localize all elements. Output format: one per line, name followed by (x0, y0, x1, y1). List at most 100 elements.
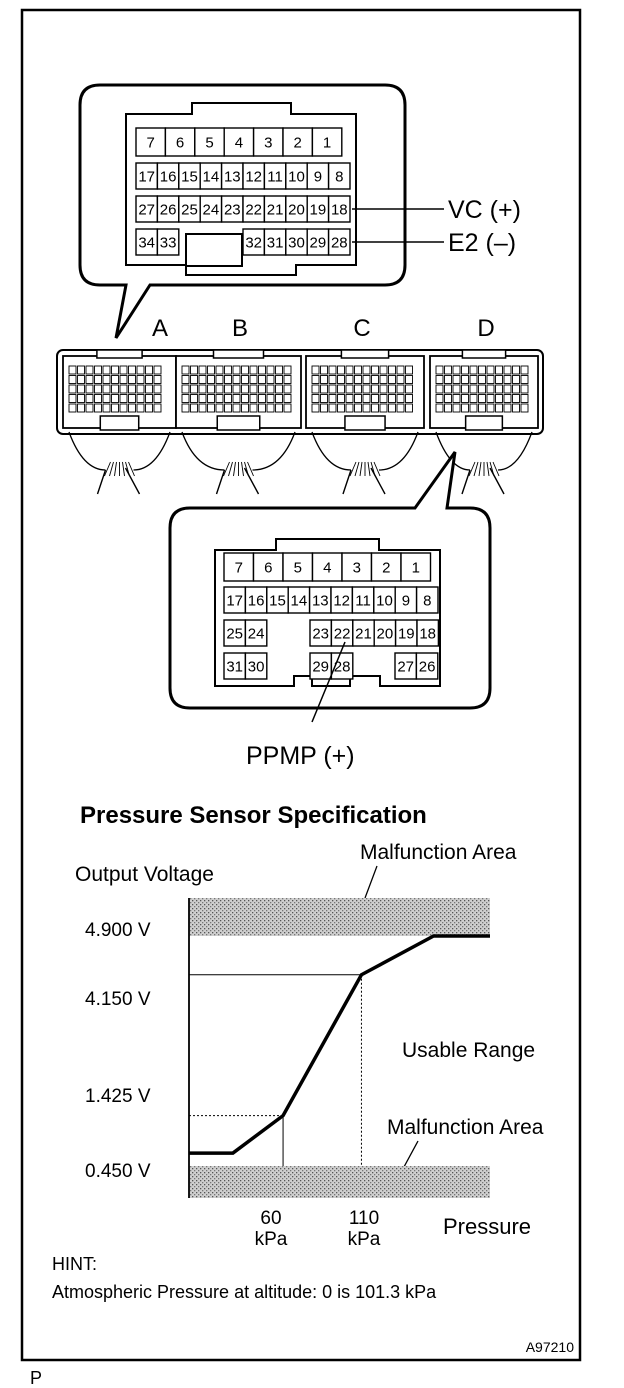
pin-a-label-10: 10 (288, 169, 305, 186)
pin-a-label-2: 2 (294, 135, 302, 152)
pin-a-28 (327, 228, 351, 256)
connector-letter-b: B (232, 315, 248, 342)
pin-d-label-13: 13 (312, 593, 329, 610)
malfunction-band-bottom (189, 1166, 490, 1198)
ecu-socket-b (175, 349, 302, 495)
pin-a-label-32: 32 (245, 235, 262, 252)
pin-d-label-24: 24 (248, 626, 265, 643)
pin-d-label-11: 11 (355, 593, 371, 610)
pin-d-label-30: 30 (248, 659, 265, 676)
pin-d-label-1: 1 (412, 560, 420, 577)
pin-d-label-12: 12 (333, 593, 350, 610)
pin-d-8 (415, 586, 439, 614)
y-tick-1425: 1.425 V (85, 1086, 151, 1107)
pressure-voltage-chart (188, 898, 490, 1198)
page-frame (20, 8, 582, 1362)
pin-d-label-2: 2 (382, 560, 390, 577)
pin-a-label-29: 29 (310, 235, 327, 252)
pin-a-2 (282, 127, 314, 157)
x-tick-60: 60 (260, 1208, 281, 1229)
ppmp-label: PPMP (+) (246, 742, 355, 770)
connector-a-key (185, 233, 243, 267)
figure-id: A97210 (526, 1339, 574, 1355)
pin-a-label-14: 14 (203, 169, 220, 186)
pin-a-label-26: 26 (160, 202, 177, 219)
pin-a-8 (327, 162, 351, 190)
pin-d-label-29: 29 (312, 659, 329, 676)
pin-d-label-9: 9 (402, 593, 410, 610)
pin-d-label-3: 3 (353, 560, 361, 577)
x-axis-label: Pressure (443, 1214, 531, 1239)
pin-a-label-25: 25 (181, 202, 198, 219)
pin-d-24 (244, 619, 268, 647)
malfunction-label-bottom: Malfunction Area (387, 1116, 544, 1139)
pin-d-label-19: 19 (398, 626, 415, 643)
pin-d-label-16: 16 (248, 593, 265, 610)
x-tick-110: 110 (349, 1208, 379, 1229)
usable-range-label: Usable Range (402, 1039, 535, 1062)
pin-a-label-16: 16 (160, 169, 177, 186)
pin-a-label-8: 8 (335, 169, 343, 186)
pin-d-label-18: 18 (419, 626, 436, 643)
voltage-curve (189, 934, 490, 1155)
pin-a-label-7: 7 (147, 135, 155, 152)
chart-title: Pressure Sensor Specification (80, 802, 427, 829)
pin-a-4 (223, 127, 255, 157)
pin-d-label-20: 20 (377, 626, 394, 643)
pin-d-label-27: 27 (397, 659, 414, 676)
y-axis-label: Output Voltage (75, 863, 214, 886)
pin-a-label-27: 27 (138, 202, 155, 219)
pin-a-label-22: 22 (245, 202, 262, 219)
pin-d-2 (370, 552, 402, 582)
pin-a-5 (194, 127, 225, 157)
pin-d-label-17: 17 (226, 593, 243, 610)
connector-letter-d: D (477, 315, 494, 342)
pin-a-18 (327, 195, 351, 223)
pin-a-label-9: 9 (314, 169, 322, 186)
pin-d-label-5: 5 (294, 560, 302, 577)
pin-a-label-4: 4 (235, 135, 243, 152)
pin-a-label-15: 15 (181, 169, 198, 186)
ecu-unit: A B C D (56, 315, 544, 495)
pin-d-label-4: 4 (323, 560, 331, 577)
pin-a-3 (252, 127, 284, 157)
pin-a-label-19: 19 (310, 202, 327, 219)
pin-d-28 (330, 652, 354, 680)
pin-d-label-7: 7 (235, 560, 243, 577)
pin-d-label-15: 15 (269, 593, 286, 610)
pin-d-label-6: 6 (264, 560, 272, 577)
x-tick-110-unit: kPa (348, 1229, 381, 1250)
pin-d-label-25: 25 (226, 626, 243, 643)
pin-d-30 (244, 652, 268, 680)
y-tick-0450: 0.450 V (85, 1161, 151, 1182)
ppmp-leader (311, 641, 346, 723)
pin-a-label-20: 20 (288, 202, 305, 219)
pin-d-6 (252, 552, 284, 582)
pin-a-label-17: 17 (138, 169, 155, 186)
y-tick-4900: 4.900 V (85, 920, 151, 941)
pin-a-label-34: 34 (138, 235, 155, 252)
pin-d-label-23: 23 (312, 626, 329, 643)
pin-a-label-33: 33 (160, 235, 177, 252)
y-tick-4150: 4.150 V (85, 989, 151, 1010)
pin-d-label-22: 22 (334, 626, 351, 643)
connector-letter-c: C (353, 315, 370, 342)
pin-a-label-31: 31 (267, 235, 284, 252)
pin-a-label-18: 18 (331, 202, 348, 219)
hint-title: HINT: (52, 1254, 97, 1274)
pin-a-6 (164, 127, 196, 157)
malfunction-band-top (189, 898, 490, 936)
pin-d-5 (282, 552, 314, 582)
pin-a-label-5: 5 (205, 135, 213, 152)
pin-d-label-8: 8 (423, 593, 431, 610)
x-tick-60-unit: kPa (255, 1229, 288, 1250)
malfunction-leader-top (364, 865, 378, 899)
ecu-socket-d (429, 349, 539, 495)
pin-a-label-23: 23 (224, 202, 241, 219)
pin-a-label-12: 12 (245, 169, 262, 186)
